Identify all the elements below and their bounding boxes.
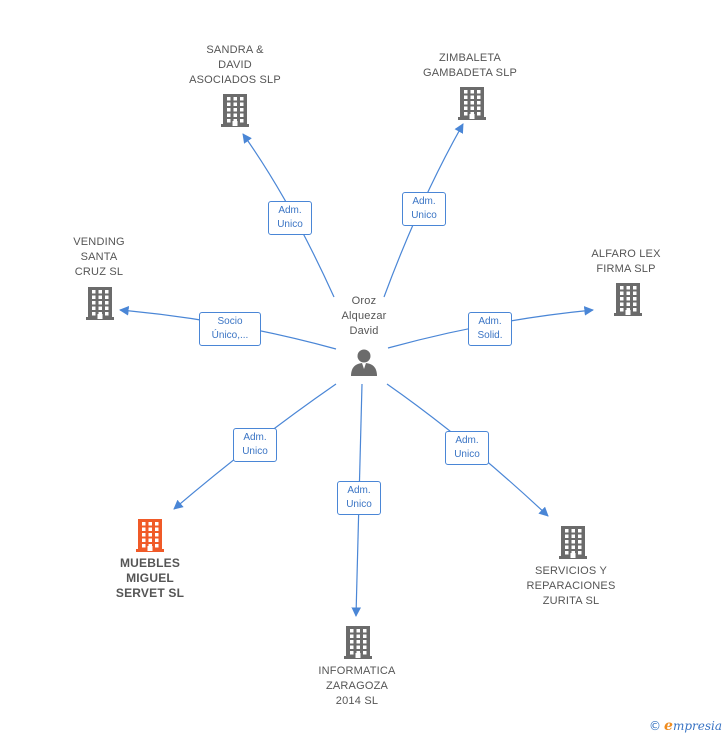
company-name-sandra-line: ASOCIADOS SLP — [189, 74, 281, 86]
company-name-servicios-line: SERVICIOS Y — [534, 565, 608, 577]
building-icon-informatica[interactable] — [342, 624, 374, 660]
person-name-line: David — [349, 325, 379, 337]
relation-badge-servicios-line: Unico — [454, 449, 480, 460]
relation-badge-informatica-line: Adm. — [347, 485, 371, 496]
company-name-sandra-line: SANDRA & — [206, 44, 264, 56]
relation-badge-vending-line: Socio — [217, 316, 243, 327]
relation-badge-servicios-line: Adm. — [455, 435, 479, 446]
company-name-servicios[interactable]: SERVICIOS Y REPARACIONES ZURITA SL — [501, 564, 641, 609]
company-name-vending[interactable]: VENDING SANTA CRUZ SL — [29, 235, 169, 280]
company-name-zimbaleta-line: ZIMBALETA — [438, 52, 502, 64]
empresia-footer: ©empresia — [649, 718, 722, 734]
company-name-servicios-line: REPARACIONES — [526, 580, 616, 592]
company-name-vending-line: SANTA — [80, 251, 118, 263]
company-name-muebles-line: MIGUEL — [126, 571, 174, 585]
company-name-informatica[interactable]: INFORMATICA ZARAGOZA 2014 SL — [287, 664, 427, 709]
relation-badge-alfaro[interactable]: Adm. Solid. — [468, 312, 512, 346]
relation-badge-vending-line: Único,... — [211, 330, 249, 341]
company-name-muebles-line: SERVET SL — [115, 586, 185, 600]
relation-badge-muebles-line: Adm. — [243, 432, 267, 443]
copyright-icon: © — [649, 719, 662, 733]
person-name-line: Oroz — [351, 295, 377, 307]
building-icon-zimbaleta[interactable] — [456, 85, 488, 121]
company-name-informatica-line: 2014 SL — [335, 695, 379, 707]
company-name-alfaro-line: ALFARO LEX — [591, 248, 661, 260]
building-icon-alfaro[interactable] — [612, 281, 644, 317]
building-icon-servicios[interactable] — [557, 524, 589, 560]
relation-badge-sandra-line: Unico — [277, 219, 303, 230]
person-icon[interactable] — [349, 347, 379, 377]
company-name-sandra-line: DAVID — [218, 59, 252, 71]
empresia-logo-text: mpresia — [672, 719, 722, 733]
relation-badge-alfaro-line: Solid. — [477, 330, 503, 341]
relation-badge-sandra-line: Adm. — [278, 205, 302, 216]
relation-badge-muebles[interactable]: Adm. Unico — [233, 428, 277, 462]
relation-badge-servicios[interactable]: Adm. Unico — [445, 431, 489, 465]
relation-badge-muebles-line: Unico — [242, 446, 268, 457]
company-name-vending-line: CRUZ SL — [74, 266, 124, 278]
company-name-alfaro[interactable]: ALFARO LEX FIRMA SLP — [556, 247, 696, 277]
relation-badge-zimbaleta-line: Unico — [411, 210, 437, 221]
empresia-logo-initial: e — [664, 718, 673, 734]
relation-badge-informatica[interactable]: Adm. Unico — [337, 481, 381, 515]
relation-badge-zimbaleta-line: Adm. — [412, 196, 436, 207]
building-icon-sandra[interactable] — [219, 92, 251, 128]
building-icon-vending[interactable] — [84, 285, 116, 321]
person-name-line: Alquezar — [341, 310, 387, 322]
relation-badge-alfaro-line: Adm. — [478, 316, 502, 327]
company-name-zimbaleta[interactable]: ZIMBALETA GAMBADETA SLP — [400, 51, 540, 81]
company-name-muebles-line: MUEBLES — [119, 556, 181, 570]
company-name-informatica-line: INFORMATICA — [318, 665, 396, 677]
company-name-informatica-line: ZARAGOZA — [325, 680, 389, 692]
company-name-vending-line: VENDING — [73, 236, 125, 248]
company-name-sandra[interactable]: SANDRA & DAVID ASOCIADOS SLP — [165, 43, 305, 88]
relation-badge-zimbaleta[interactable]: Adm. Unico — [402, 192, 446, 226]
company-name-servicios-line: ZURITA SL — [542, 595, 600, 607]
company-name-zimbaleta-line: GAMBADETA SLP — [422, 67, 518, 79]
relation-badge-informatica-line: Unico — [346, 499, 372, 510]
building-icon-muebles[interactable] — [134, 517, 166, 553]
company-name-alfaro-line: FIRMA SLP — [596, 263, 656, 275]
relation-badge-sandra[interactable]: Adm. Unico — [268, 201, 312, 235]
